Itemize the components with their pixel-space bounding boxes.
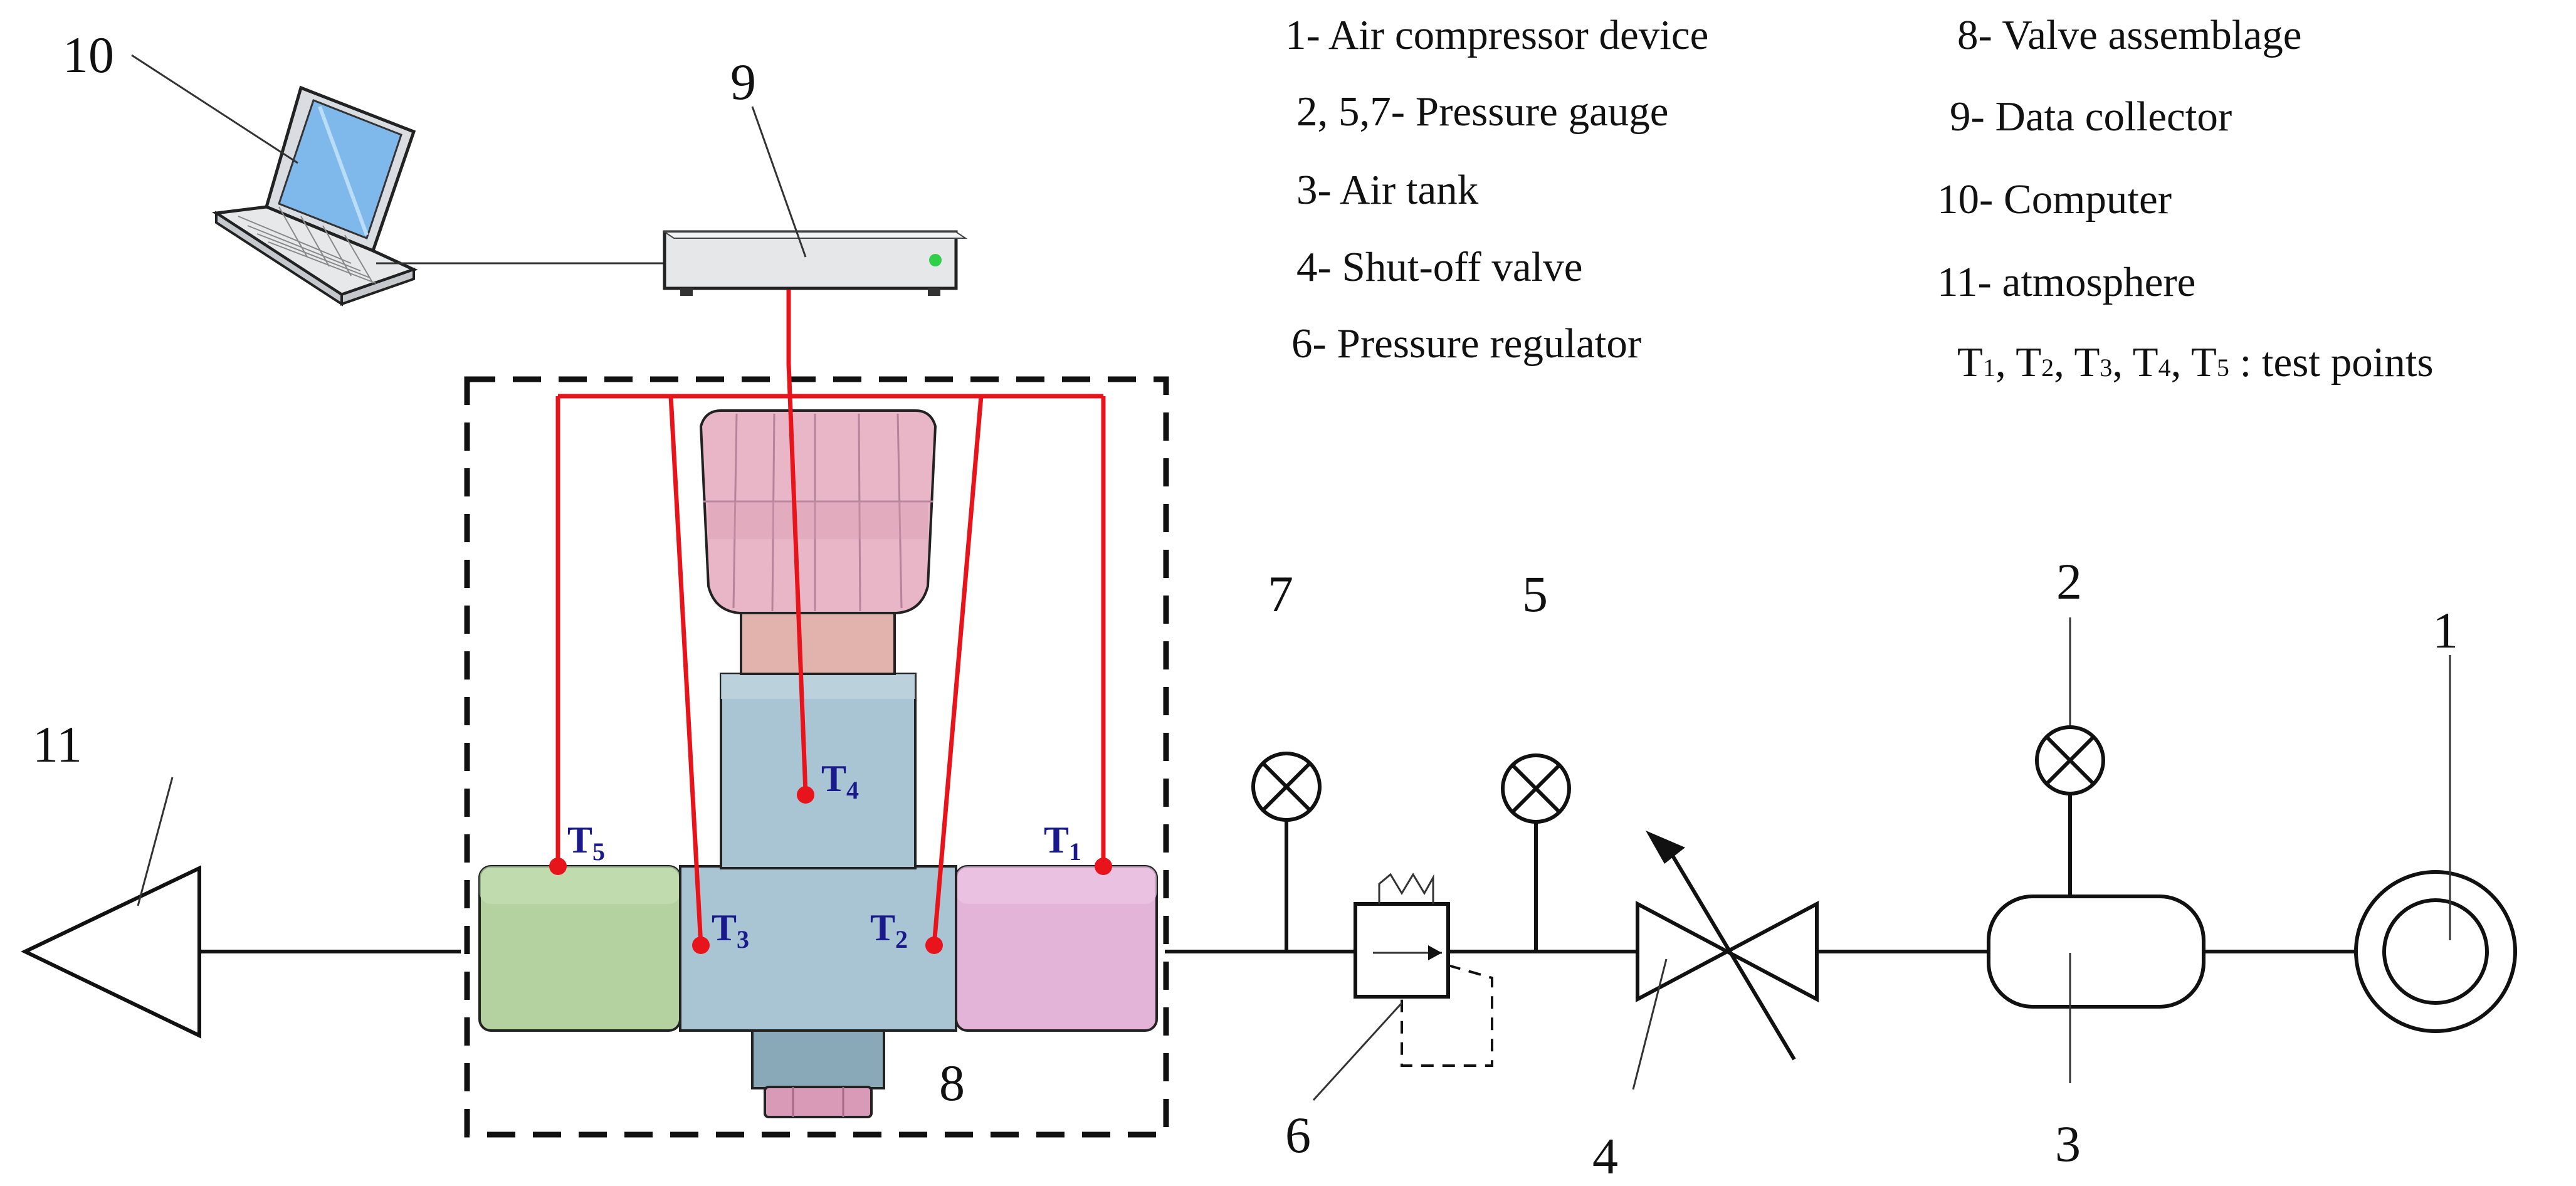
test-point-t2-dot [925, 937, 943, 954]
bottom-nut [764, 1086, 873, 1118]
pressure-gauge-2-icon [2035, 617, 2105, 896]
air-compressor-icon [2354, 870, 2517, 1033]
legend-test-points: T1, T2, T3, T4, T5 : test points [1957, 339, 2434, 386]
test-point-t2-label: T2 [870, 907, 908, 953]
legend-item-1: 1- Air compressor device [1285, 12, 1708, 58]
valve-lower-stem [751, 1029, 885, 1089]
valve-bonnet [740, 612, 896, 675]
valve-body-horizontal [679, 865, 957, 1032]
inlet-pipe [955, 865, 1158, 1032]
test-point-t1-dot [1095, 858, 1112, 875]
label-4: 4 [1592, 1128, 1618, 1185]
sensor-wires [555, 290, 1106, 946]
legend-item-10: 10- Computer [1937, 176, 2172, 223]
pressure-gauge-7-icon [1251, 752, 1322, 952]
legend-item-4: 4- Shut-off valve [1296, 244, 1583, 290]
label-9: 9 [730, 53, 756, 110]
label-8: 8 [939, 1054, 965, 1111]
label-1: 1 [2432, 602, 2458, 659]
label-2: 2 [2056, 553, 2082, 610]
label-6: 6 [1285, 1106, 1311, 1163]
pressure-regulator-icon [1354, 873, 1493, 1067]
legend-item-11: 11- atmosphere [1937, 259, 2195, 305]
outlet-pipe [478, 865, 681, 1032]
test-point-t4-label: T4 [821, 758, 859, 804]
label-10: 10 [63, 26, 114, 83]
pressure-gauge-5-icon [1501, 753, 1571, 952]
valve-assemblage-boundary [464, 376, 1169, 1138]
legend-item-8: 8- Valve assemblage [1957, 12, 2301, 58]
test-point-t1-label: T1 [1044, 819, 1081, 866]
atmosphere-symbol [21, 865, 201, 1039]
test-point-t5-dot [549, 858, 567, 875]
legend-item-9: 9- Data collector [1950, 93, 2232, 140]
status-led-icon [929, 254, 942, 266]
shut-off-valve-icon [1636, 831, 1819, 1061]
air-tank-icon [1987, 895, 2205, 1009]
leader-lines [131, 54, 2451, 1101]
computer-icon [211, 85, 418, 307]
legend-item-6: 6- Pressure regulator [1291, 320, 1641, 367]
label-3: 3 [2055, 1115, 2081, 1172]
test-point-t4-dot [797, 786, 814, 804]
test-point-t3-dot [692, 937, 710, 954]
legend-item-3: 3- Air tank [1296, 167, 1479, 213]
valve-body-vertical [720, 673, 917, 869]
valve-knob [699, 409, 937, 614]
label-7: 7 [1268, 565, 1293, 622]
label-5: 5 [1522, 565, 1548, 622]
test-point-t3-label: T3 [712, 907, 749, 953]
legend-item-2: 2, 5,7- Pressure gauge [1296, 88, 1669, 135]
test-point-t5-label: T5 [567, 819, 605, 866]
legend: 1- Air compressor device 2, 5,7- Pressur… [1285, 12, 2434, 386]
data-collector-icon [662, 230, 968, 296]
label-11: 11 [33, 716, 82, 773]
